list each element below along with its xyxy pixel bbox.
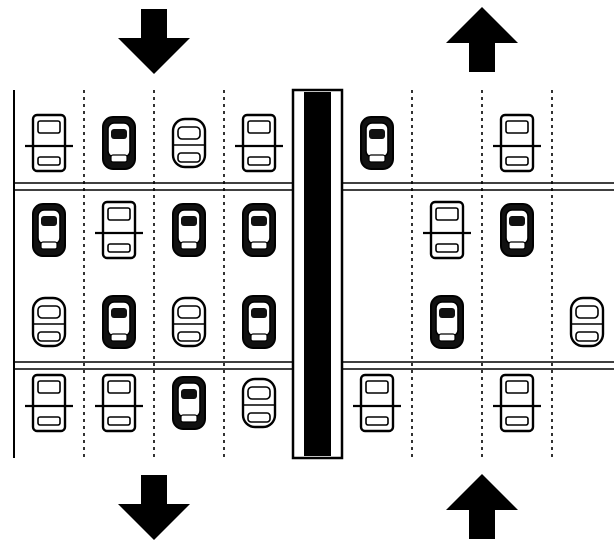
car-icon xyxy=(500,203,534,257)
median-core xyxy=(304,92,331,456)
car-icon xyxy=(25,373,73,433)
car-icon xyxy=(242,295,276,349)
car-icon xyxy=(172,376,206,430)
car-icon xyxy=(493,373,541,433)
car-icon xyxy=(95,373,143,433)
arrow-up-icon xyxy=(446,474,518,539)
car-icon xyxy=(353,373,401,433)
car-icon xyxy=(235,113,283,173)
car-icon xyxy=(171,117,207,169)
car-icon xyxy=(102,116,136,170)
arrow-up-icon xyxy=(446,7,518,72)
car-icon xyxy=(171,296,207,348)
car-icon xyxy=(25,113,73,173)
car-icon xyxy=(95,200,143,260)
car-icon xyxy=(241,377,277,429)
arrow-down-icon xyxy=(118,9,190,74)
car-icon xyxy=(102,295,136,349)
car-icon xyxy=(172,203,206,257)
car-icon xyxy=(242,203,276,257)
car-icon xyxy=(423,200,471,260)
car-icon xyxy=(31,296,67,348)
car-icon xyxy=(360,116,394,170)
arrow-down-icon xyxy=(118,475,190,540)
vehicles xyxy=(25,113,605,433)
car-icon xyxy=(493,113,541,173)
car-icon xyxy=(32,203,66,257)
direction-arrows xyxy=(118,7,518,540)
car-icon xyxy=(430,295,464,349)
car-icon xyxy=(569,296,605,348)
road-markings xyxy=(13,88,614,460)
